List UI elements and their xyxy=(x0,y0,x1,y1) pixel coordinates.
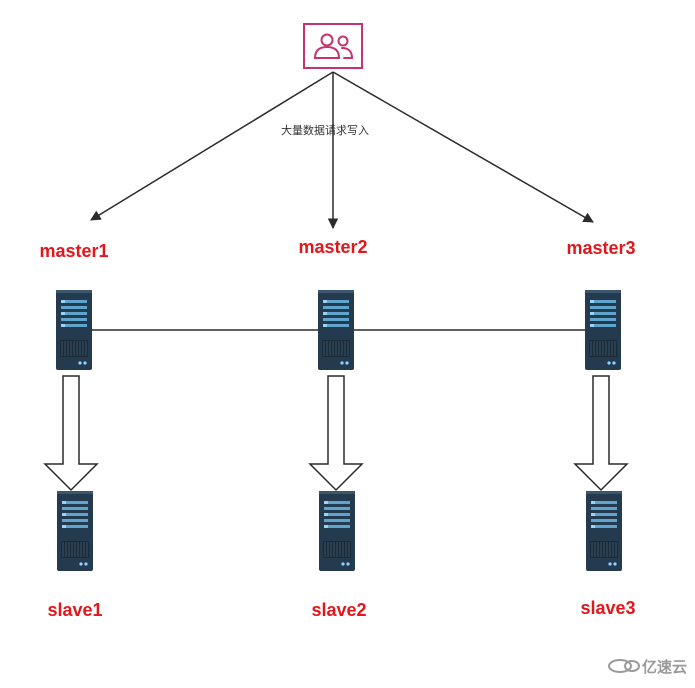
users-icon xyxy=(313,33,354,59)
slave2-server-icon xyxy=(318,490,356,572)
watermark: 亿速云 xyxy=(608,658,687,676)
master2-label: master2 xyxy=(298,237,367,257)
client-node xyxy=(303,23,363,69)
slave2-label: slave2 xyxy=(311,600,366,620)
client-box xyxy=(303,23,363,69)
request-arrow-master1 xyxy=(90,71,334,221)
slave3-label: slave3 xyxy=(580,598,635,618)
master3-label: master3 xyxy=(566,238,635,258)
slave1-label: slave1 xyxy=(47,600,102,620)
slave3-server-icon xyxy=(585,490,623,572)
master1-label: master1 xyxy=(39,241,108,261)
master3-server-icon xyxy=(584,289,622,371)
master1-server-icon xyxy=(55,289,93,371)
replication-arrow-3 xyxy=(574,375,628,491)
request-arrow-master3 xyxy=(332,71,594,223)
replication-arrow-2 xyxy=(309,375,363,491)
slave1-server-icon xyxy=(56,490,94,572)
master2-server-icon xyxy=(317,289,355,371)
request-label: 大量数据请求写入 xyxy=(281,123,369,137)
watermark-text: 亿速云 xyxy=(642,658,687,676)
replication-arrow-1 xyxy=(44,375,98,491)
cloud-logo-icon xyxy=(608,659,640,673)
